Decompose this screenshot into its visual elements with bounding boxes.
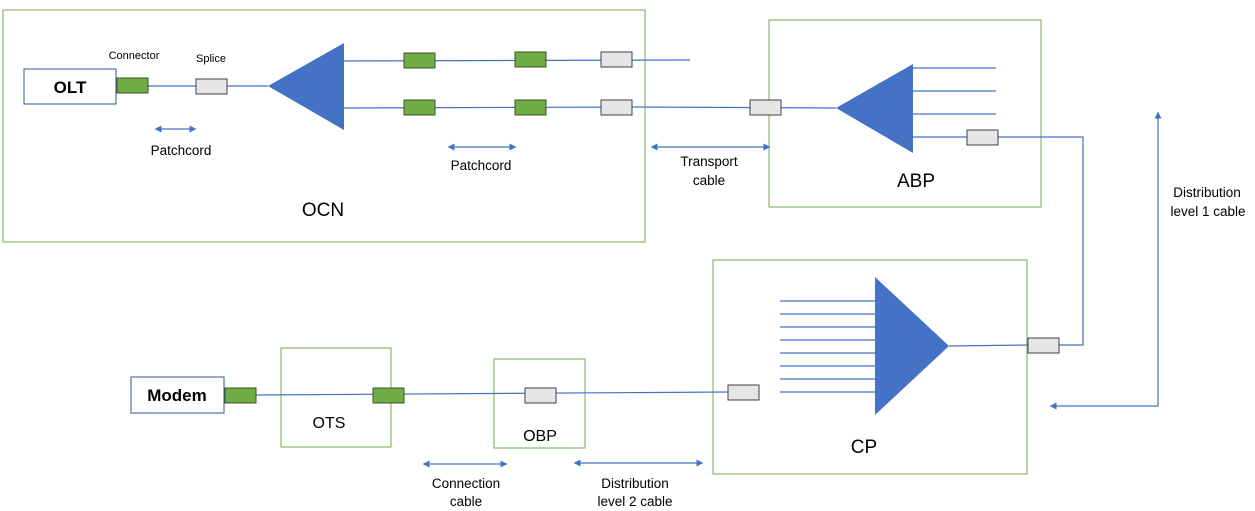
- obp-container: [493, 358, 586, 449]
- ocn-lower-splice: [600, 99, 633, 116]
- cp-output-fiber: [948, 344, 1029, 347]
- transport-cable-label-line2: cable: [693, 173, 725, 188]
- distribution-level2-label-line1: Distribution: [601, 476, 669, 491]
- ocn-lower-fiber: [343, 106, 633, 109]
- cp-label: CP: [851, 437, 877, 458]
- ocn-upper-connector-2: [514, 51, 547, 68]
- obp-label: OBP: [523, 428, 557, 445]
- obp-splice: [524, 387, 557, 404]
- connection-cable-label-line1: Connection: [432, 476, 500, 491]
- cp-container: [712, 259, 1028, 475]
- cp-splitter: [875, 277, 949, 415]
- patchcord-2-label: Patchcord: [451, 158, 512, 173]
- abp-input-splice: [749, 99, 782, 116]
- connector-label: Connector: [109, 50, 160, 62]
- transport-fiber: [631, 106, 837, 109]
- ocn-splitter: [268, 43, 344, 130]
- transport-cable-label-line1: Transport: [680, 154, 738, 169]
- ocn-label: OCN: [302, 200, 344, 221]
- span-arrows: [154, 111, 1162, 468]
- cp-output-splice: [1027, 337, 1060, 354]
- distribution-level1-label-line2: level 1 cable: [1170, 204, 1245, 219]
- distribution-level2-label-line2: level 2 cable: [597, 494, 672, 509]
- modem-to-cp-fiber: [255, 391, 729, 396]
- ots-connector: [372, 387, 405, 404]
- olt-connector: [116, 77, 149, 94]
- abp-label: ABP: [897, 171, 935, 192]
- ots-label: OTS: [313, 415, 346, 432]
- ocn-upper-splice: [600, 51, 633, 68]
- abp-output-splice: [966, 129, 999, 146]
- distribution-level1-label-line1: Distribution: [1173, 185, 1241, 200]
- connection-cable-label-line2: cable: [450, 494, 482, 509]
- distribution-level1-fiber: [913, 136, 1084, 346]
- modem-connector: [224, 387, 257, 404]
- olt-label: OLT: [54, 78, 87, 97]
- modem-box: [130, 376, 225, 414]
- ocn-container: [2, 9, 646, 243]
- splice-label: Splice: [196, 53, 226, 65]
- olt-box: [23, 68, 117, 105]
- ocn-splice-1: [195, 78, 228, 95]
- ocn-lower-connector-2: [514, 99, 547, 116]
- distribution-level1-arrow: [1049, 111, 1162, 410]
- patchcord-1-label: Patchcord: [151, 143, 212, 158]
- cp-input-splice: [727, 384, 760, 401]
- abp-splitter: [836, 64, 913, 153]
- ocn-lower-connector-1: [403, 99, 436, 116]
- connectors: [116, 51, 547, 404]
- ocn-upper-connector-1: [403, 52, 436, 69]
- modem-label: Modem: [147, 386, 207, 405]
